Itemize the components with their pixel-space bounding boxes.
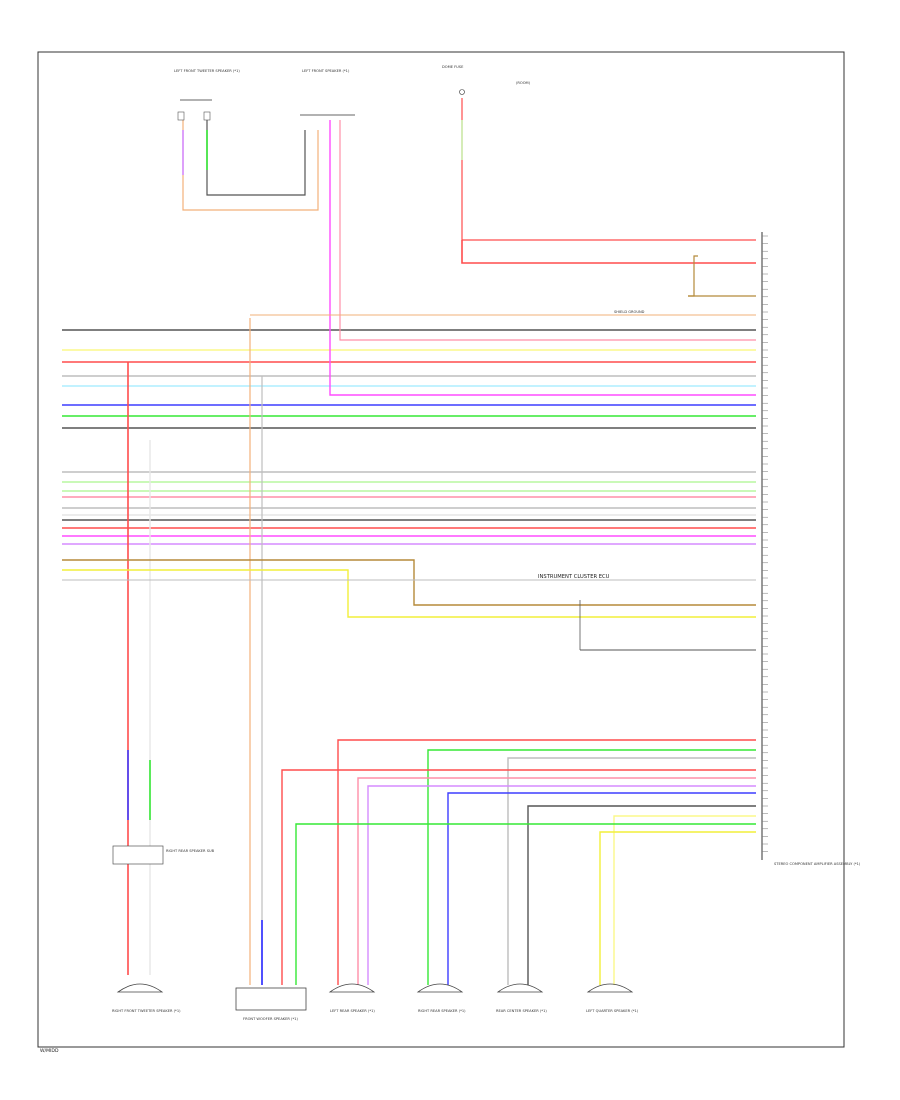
speaker-feed-wire [295,823,756,985]
shield-wire [688,255,698,297]
cluster-wire [62,569,756,618]
top-mid-speaker: LEFT FRONT SPEAKER (*1) [300,69,355,116]
right-rear-sub-box: RIGHT REAR SPEAKER SUB [112,845,215,865]
svg-text:REAR CENTER SPEAKER (*1): REAR CENTER SPEAKER (*1) [496,1009,547,1013]
svg-text:(ROOM): (ROOM) [516,81,531,85]
speaker-left-rear: LEFT REAR SPEAKER (*1) [328,983,375,1013]
top-left-tweeter: LEFT FRONT TWEETER SPEAKER (*1) [174,69,240,121]
diagram-code: W/MIDD [40,1048,59,1054]
speaker-wire [329,120,756,396]
speaker-feed-wire [367,785,756,985]
speaker-feed-wire [447,792,756,985]
horizontal-wires [62,329,756,545]
tweeter-wire [206,120,306,196]
speaker-right-rear: RIGHT REAR SPEAKER (*1) [416,983,466,1013]
cluster-wire [62,559,756,606]
speaker-left-quarter: LEFT QUARTER SPEAKER (*1) [586,983,639,1013]
shield-ground-label: SHIELD GROUND [614,310,645,314]
dome-fuse-wire [461,98,756,241]
svg-text:RIGHT FRONT TWEETER SPEAKER (*: RIGHT FRONT TWEETER SPEAKER (*1) [112,1009,181,1013]
bottom-speakers: RIGHT FRONT TWEETER SPEAKER (*1) FRONT W… [112,983,639,1021]
dome-fuse-wire [461,240,756,264]
vertical-wires [62,98,756,985]
speaker-feed-wire [357,777,756,985]
speaker-feed-wire [337,739,756,985]
svg-text:RIGHT REAR SPEAKER (*1): RIGHT REAR SPEAKER (*1) [418,1009,466,1013]
speaker-feed-wire [427,749,756,985]
svg-text:LEFT FRONT TWEETER SPEAKER (*1: LEFT FRONT TWEETER SPEAKER (*1) [174,69,240,73]
diagram-frame [37,51,845,1048]
speaker-front-woofer: FRONT WOOFER SPEAKER (*1) [235,987,307,1021]
speaker-feed-wire [613,815,756,985]
svg-text:LEFT FRONT SPEAKER (*1): LEFT FRONT SPEAKER (*1) [302,69,350,73]
speaker-feed-wire [281,769,756,985]
tweeter-wire [182,120,319,211]
svg-text:FRONT WOOFER SPEAKER (*1): FRONT WOOFER SPEAKER (*1) [243,1017,299,1021]
speaker-feed-wire [599,831,756,985]
speaker-wire [339,120,756,341]
speaker-feed-wire [527,805,756,985]
svg-text:LEFT REAR SPEAKER (*1): LEFT REAR SPEAKER (*1) [330,1009,375,1013]
svg-text:LEFT QUARTER SPEAKER (*1): LEFT QUARTER SPEAKER (*1) [586,1009,639,1013]
amplifier-connector: STEREO COMPONENT AMPLIFIER ASSEMBLY (*1) [761,232,861,866]
svg-text:RIGHT REAR SPEAKER SUB: RIGHT REAR SPEAKER SUB [166,849,215,853]
svg-text:DOME FUSE: DOME FUSE [442,65,464,69]
speaker-right-front-tweeter: RIGHT FRONT TWEETER SPEAKER (*1) [112,983,181,1013]
speaker-rear-center: REAR CENTER SPEAKER (*1) [496,983,547,1013]
speaker-feed-wire [507,757,756,985]
amp-label: STEREO COMPONENT AMPLIFIER ASSEMBLY (*1) [774,862,861,866]
cluster-label: INSTRUMENT CLUSTER ECU [538,574,610,580]
dome-fuse: DOME FUSE (ROOM) [442,65,531,95]
